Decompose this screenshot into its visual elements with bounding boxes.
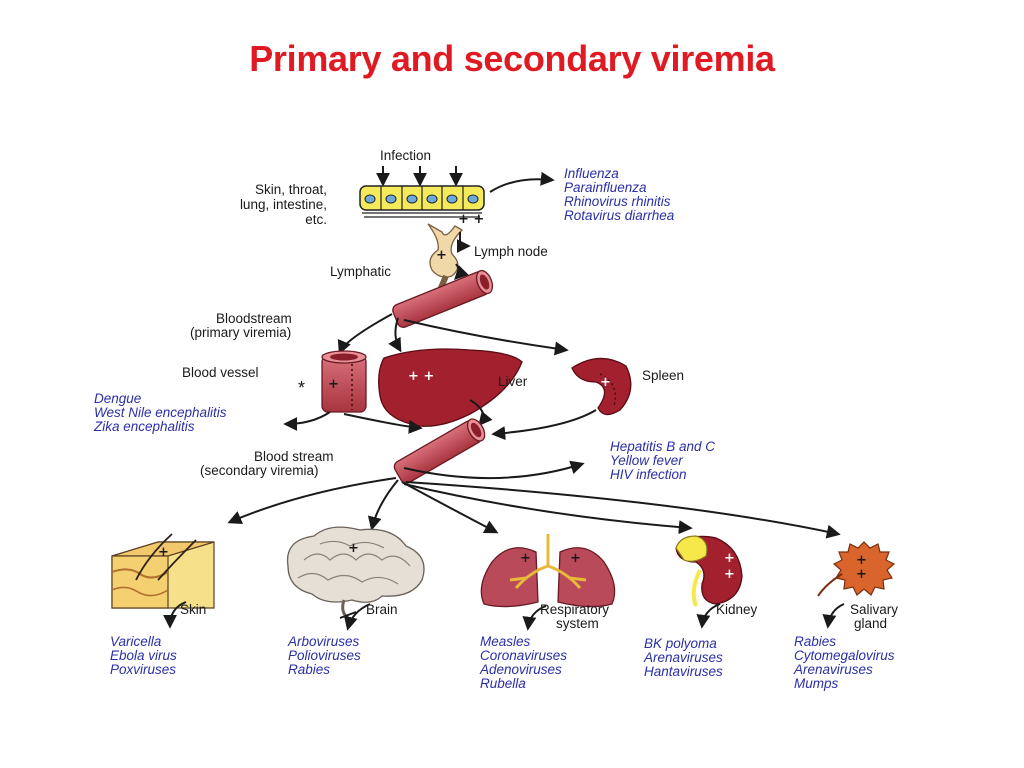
brain-arrow-block <box>339 611 357 619</box>
blood-vessel-label: Blood vessel <box>182 365 259 380</box>
tissue-label-2: lung, intestine, <box>240 197 327 212</box>
virus-rotavirus: Rotavirus diarrhea <box>564 208 675 223</box>
lymph-node-label: Lymph node <box>474 244 548 259</box>
secondary-bloodstream-vessel <box>393 418 486 484</box>
salivary-label-2: gland <box>854 616 887 631</box>
liver-label: Liver <box>498 374 528 389</box>
vessel-to-virus-arrow <box>283 411 331 431</box>
virus-rabies-brain: Rabies <box>288 662 330 677</box>
virus-yellow-fever: Yellow fever <box>610 453 683 468</box>
virus-mumps: Mumps <box>794 676 839 691</box>
blood-stream-secondary-label-1: Blood stream <box>254 449 334 464</box>
virus-polioviruses: Polioviruses <box>288 648 361 663</box>
virus-dengue: Dengue <box>94 391 141 406</box>
blood-stream-secondary-label-2: (secondary viremia) <box>200 463 319 478</box>
kidney-virus-list: BK polyoma Arenaviruses Hantaviruses <box>643 636 723 679</box>
kidney-label: Kidney <box>716 602 758 617</box>
epithelium-cells <box>359 185 485 218</box>
vessel-virus-list: Dengue West Nile encephalitis Zika encep… <box>93 391 227 434</box>
virus-arenaviruses-kidney: Arenaviruses <box>643 650 723 665</box>
kidney-plus-1: + <box>724 551 735 566</box>
virus-rhinovirus: Rhinovirus rhinitis <box>564 194 671 209</box>
local-virus-list: Influenza Parainfluenza Rhinovirus rhini… <box>564 166 675 223</box>
bloodstream-label-2: (primary viremia) <box>190 325 291 340</box>
respiratory-label-2: system <box>556 616 599 631</box>
tissue-label-3: etc. <box>305 212 327 227</box>
brain-plus: + <box>348 541 359 556</box>
brain-label: Brain <box>366 602 398 617</box>
lungs-illustration <box>480 534 616 608</box>
virus-arboviruses: Arboviruses <box>287 634 360 649</box>
lymphatic-arrow <box>454 263 469 280</box>
salivary-arrow <box>822 603 845 629</box>
respiratory-virus-list: Measles Coronaviruses Adenoviruses Rubel… <box>479 634 567 691</box>
skin-arrow <box>163 601 187 629</box>
lungs-arrow <box>522 605 547 631</box>
lymph-node-arrow <box>456 232 471 253</box>
page-title: Primary and secondary viremia <box>249 38 775 79</box>
blood-vessel-vertical <box>321 350 367 413</box>
virus-hepatitis: Hepatitis B and C <box>610 439 715 454</box>
salivary-virus-list: Rabies Cytomegalovirus Arenaviruses Mump… <box>793 634 895 691</box>
liver <box>378 348 523 427</box>
primary-bloodstream-vessel <box>392 269 494 328</box>
skin-virus-list: Varicella Ebola virus Poxviruses <box>110 634 177 677</box>
liver-plus-marks: + + <box>408 369 434 384</box>
liver-viruses-arrow <box>403 460 585 480</box>
skin-label: Skin <box>180 602 206 617</box>
virus-measles: Measles <box>480 634 531 649</box>
spleen <box>571 357 632 416</box>
converging-arrows <box>343 399 597 441</box>
local-arrow <box>489 171 555 193</box>
infection-arrows <box>376 166 463 187</box>
kidney-arrow <box>696 603 721 629</box>
salivary-gland-illustration <box>817 541 896 597</box>
virus-cytomegalovirus: Cytomegalovirus <box>794 648 895 663</box>
secondary-branch-arrows <box>227 477 841 539</box>
blood-vessel-star: * <box>298 378 305 398</box>
kidney-illustration <box>675 535 743 607</box>
virus-hiv: HIV infection <box>610 467 687 482</box>
epithelium-plus-marks: + + <box>458 212 484 227</box>
salivary-plus-2: + <box>856 567 867 582</box>
salivary-label-1: Salivary <box>850 602 898 617</box>
virus-poxviruses: Poxviruses <box>110 662 176 677</box>
lymph-node <box>427 223 464 278</box>
blood-vessel-plus: + <box>328 377 339 392</box>
virus-adenoviruses: Adenoviruses <box>479 662 562 677</box>
lungs-plus-right: + <box>570 551 581 566</box>
kidney-plus-2: + <box>724 567 735 582</box>
lymphatic-label: Lymphatic <box>330 264 391 279</box>
virus-ebola: Ebola virus <box>110 648 177 663</box>
brain-virus-list: Arboviruses Polioviruses Rabies <box>287 634 361 677</box>
virus-west-nile: West Nile encephalitis <box>94 405 227 420</box>
bloodstream-label-1: Bloodstream <box>216 311 292 326</box>
infection-label: Infection <box>380 148 431 163</box>
skin-illustration <box>111 533 215 609</box>
salivary-plus-1: + <box>856 553 867 568</box>
virus-hantaviruses: Hantaviruses <box>644 664 723 679</box>
virus-coronaviruses: Coronaviruses <box>480 648 567 663</box>
lungs-plus-left: + <box>520 551 531 566</box>
virus-bk-polyoma: BK polyoma <box>644 636 717 651</box>
skin-plus: + <box>158 545 169 560</box>
respiratory-label-1: Respiratory <box>540 602 609 617</box>
spleen-plus: + <box>600 375 611 390</box>
virus-varicella: Varicella <box>110 634 162 649</box>
virus-zika: Zika encephalitis <box>93 419 195 434</box>
liver-virus-list: Hepatitis B and C Yellow fever HIV infec… <box>610 439 715 482</box>
tissue-label-1: Skin, throat, <box>255 182 327 197</box>
primary-branch-arrows <box>337 313 569 356</box>
lymph-node-plus: + <box>436 248 447 263</box>
virus-arenaviruses-salivary: Arenaviruses <box>793 662 873 677</box>
brain-arrow <box>343 603 371 631</box>
brain-illustration <box>286 526 425 620</box>
virus-parainfluenza: Parainfluenza <box>564 180 647 195</box>
virus-rubella: Rubella <box>480 676 526 691</box>
spleen-label: Spleen <box>642 368 684 383</box>
virus-influenza: Influenza <box>564 166 619 181</box>
virus-rabies-salivary: Rabies <box>794 634 836 649</box>
